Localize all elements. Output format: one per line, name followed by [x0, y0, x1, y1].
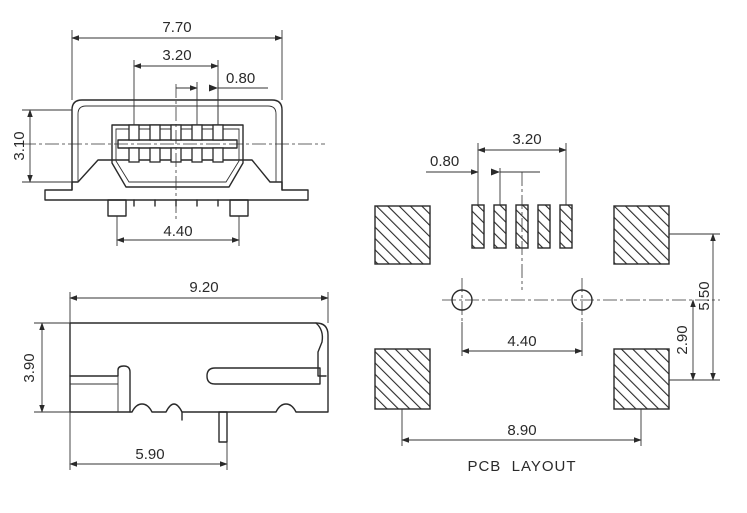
pcb-dim-label-pin-span: 3.20: [512, 131, 541, 148]
dimension-overall-width: 7.70: [71, 19, 283, 100]
dimension-post-offset: 5.90: [69, 412, 228, 470]
contact-pin: [191, 124, 203, 141]
bottom-posts: [107, 199, 249, 217]
dimension-height: 3.90: [21, 322, 70, 413]
receptacle-opening: [111, 124, 244, 188]
mounting-pad: [613, 205, 670, 265]
pcb-dim-label-pin-pitch: 0.80: [430, 153, 459, 170]
contact-pin: [212, 124, 224, 141]
dimension-housing-height: 3.10: [11, 109, 72, 183]
dim-label-pin-span: 3.20: [162, 47, 191, 64]
contact-pin: [191, 147, 203, 163]
dim-label-post-spacing: 4.40: [163, 223, 192, 240]
contact-pin: [128, 124, 140, 141]
outer-shell: [71, 99, 283, 191]
dim-label-overall-width: 7.70: [162, 19, 191, 36]
pcb-layout-view: 3.20 0.80 4.40 5.50 2.90: [374, 131, 720, 475]
pcb-dimension-hole-spacing: 4.40: [461, 322, 583, 356]
dimension-length: 9.20: [69, 279, 329, 323]
pcb-layout-caption: PCB LAYOUT: [467, 458, 576, 475]
rear-latch: [315, 322, 327, 377]
dimension-post-spacing: 4.40: [116, 216, 240, 246]
dim-label-length: 9.20: [189, 279, 218, 296]
dimension-pin-span: 3.20: [133, 47, 219, 125]
latch-spring: [206, 367, 321, 385]
pcb-dimension-pad-span: 8.90: [401, 409, 642, 446]
mounting-post: [107, 199, 127, 217]
signal-pad: [559, 204, 573, 249]
pcb-dim-label-hole-to-pad: 2.90: [674, 325, 691, 354]
contact-pin: [149, 147, 161, 163]
pcb-dim-label-pad-row-spacing: 5.50: [696, 281, 713, 310]
dim-label-pin-pitch: 0.80: [226, 70, 255, 87]
signal-pad: [493, 204, 507, 249]
side-view: 9.20 3.90 5.90: [21, 279, 329, 470]
mounting-post: [229, 199, 249, 217]
front-view: 7.70 3.20 0.80 3.10: [11, 19, 325, 246]
signal-pad: [471, 204, 485, 249]
dim-label-post-offset: 5.90: [135, 446, 164, 463]
pcb-dimension-pad-row-spacing: 5.50: [669, 233, 720, 381]
pcb-dim-label-pad-span: 8.90: [507, 422, 536, 439]
contact-pin: [212, 147, 224, 163]
signal-pad: [537, 204, 551, 249]
front-contact: [69, 365, 131, 413]
dim-label-height: 3.90: [21, 353, 38, 382]
mounting-pad: [374, 348, 431, 410]
pcb-dimension-hole-to-pad: 2.90: [669, 299, 700, 381]
shell-inner-line: [77, 105, 277, 182]
mounting-pad: [613, 348, 670, 410]
side-mounting-post: [218, 411, 228, 443]
mounting-pad: [374, 205, 431, 265]
contact-pin: [149, 124, 161, 141]
pcb-dimension-pin-pitch: 0.80: [426, 153, 540, 205]
dimension-pin-pitch: 0.80: [176, 70, 268, 125]
pcb-dim-label-hole-spacing: 4.40: [507, 333, 536, 350]
signal-pads: [471, 204, 573, 249]
receptacle-inner-line: [115, 128, 240, 183]
pcb-dimension-pin-span: 3.20: [477, 131, 567, 205]
contact-pin: [128, 147, 140, 163]
dim-label-housing-height: 3.10: [11, 131, 28, 160]
side-body-outline: [69, 322, 329, 413]
mounting-flange: [44, 159, 309, 201]
